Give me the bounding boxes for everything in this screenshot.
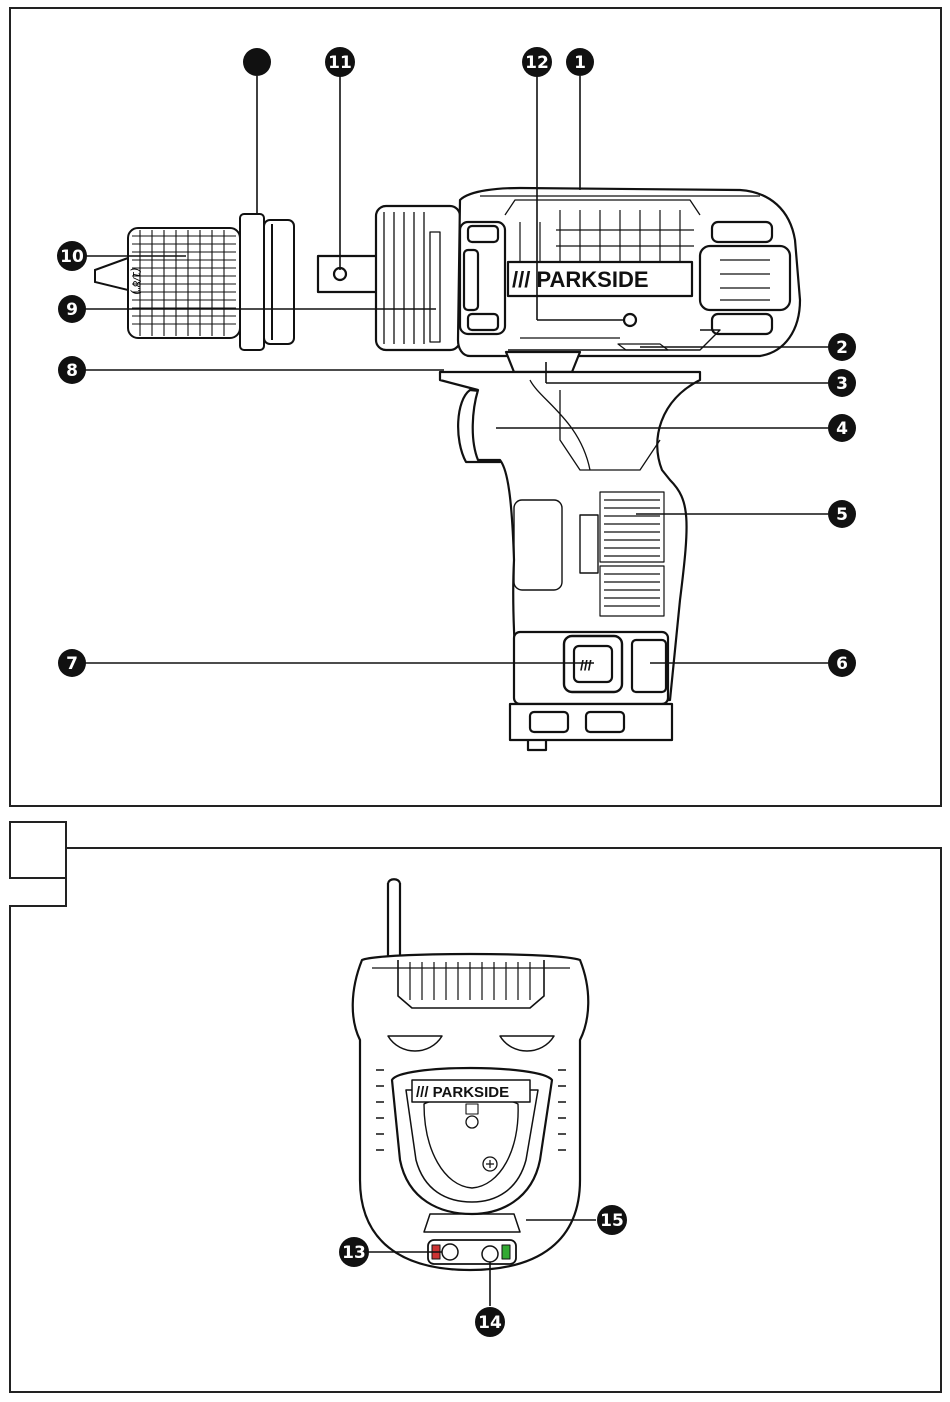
led-green-dot bbox=[482, 1246, 498, 1262]
svg-text:1: 1 bbox=[574, 53, 586, 73]
callout-3: 3 bbox=[828, 369, 856, 397]
callout-14: 14 bbox=[475, 1307, 505, 1337]
battery-logo-mark: /// bbox=[580, 657, 592, 673]
svg-text:11: 11 bbox=[328, 53, 352, 73]
callout-1: 1 bbox=[566, 48, 594, 76]
callout-12: 12 bbox=[522, 47, 552, 77]
svg-text:6: 6 bbox=[836, 654, 848, 674]
svg-text:8: 8 bbox=[66, 361, 78, 381]
figure-marker-dot bbox=[243, 48, 271, 76]
svg-text:5: 5 bbox=[836, 505, 848, 525]
svg-text:2: 2 bbox=[836, 338, 848, 358]
callout-10: 10 bbox=[57, 241, 87, 271]
figure-marker-box bbox=[10, 822, 66, 878]
keyless-chuck-illustration bbox=[95, 214, 294, 350]
svg-text:10: 10 bbox=[60, 247, 84, 267]
callout-4: 4 bbox=[828, 414, 856, 442]
led-red-dot bbox=[442, 1244, 458, 1260]
leader-lines-drill bbox=[74, 76, 828, 663]
callout-9: 9 bbox=[58, 295, 86, 323]
charger-brand-logo: /// PARKSIDE bbox=[416, 1084, 509, 1101]
callout-2: 2 bbox=[828, 333, 856, 361]
callout-11: 11 bbox=[325, 47, 355, 77]
svg-text:14: 14 bbox=[478, 1313, 502, 1333]
svg-text:7: 7 bbox=[66, 654, 78, 674]
drill-brand-logo: /// PARKSIDE bbox=[512, 267, 649, 292]
callout-7: 7 bbox=[58, 649, 86, 677]
chuck-marking: (1/8") bbox=[130, 268, 142, 295]
charger-illustration bbox=[353, 879, 589, 1270]
svg-text:3: 3 bbox=[836, 374, 848, 394]
callout-15: 15 bbox=[597, 1205, 627, 1235]
svg-text:15: 15 bbox=[600, 1211, 624, 1231]
svg-text:13: 13 bbox=[342, 1243, 366, 1263]
callout-13: 13 bbox=[339, 1237, 369, 1267]
svg-text:12: 12 bbox=[525, 53, 549, 73]
svg-text:9: 9 bbox=[66, 300, 78, 320]
svg-text:4: 4 bbox=[836, 419, 848, 439]
callout-8: 8 bbox=[58, 356, 86, 384]
callout-5: 5 bbox=[828, 500, 856, 528]
callout-6: 6 bbox=[828, 649, 856, 677]
